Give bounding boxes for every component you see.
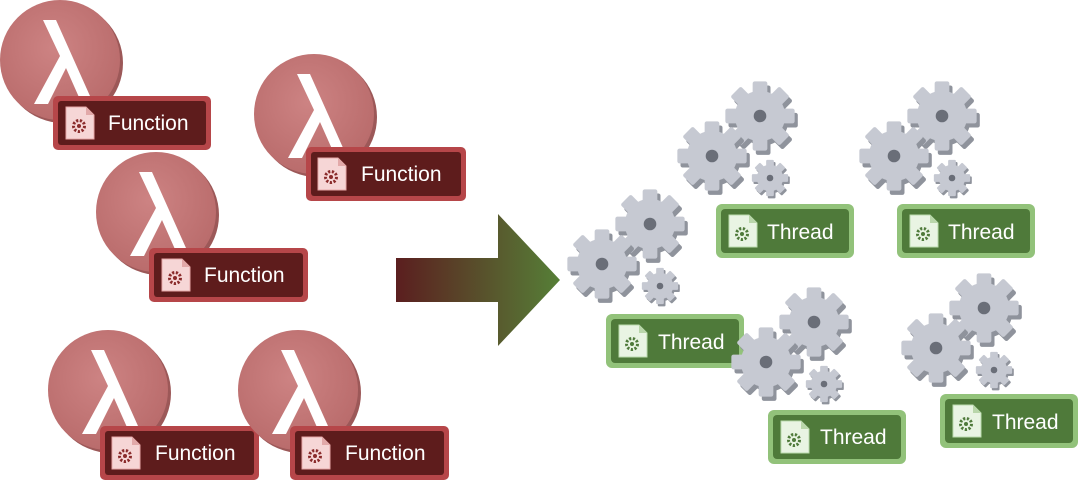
settings-file-icon	[160, 257, 192, 293]
settings-file-icon	[727, 213, 759, 249]
settings-file-icon	[300, 435, 332, 471]
thread-label: Thread	[767, 221, 834, 244]
gears-icon	[859, 81, 979, 198]
settings-file-icon	[110, 435, 142, 471]
settings-file-icon	[64, 105, 96, 141]
gears-icon	[677, 81, 797, 198]
function-node: Function	[254, 54, 466, 201]
thread-node: Thread	[901, 273, 1078, 448]
function-label: Function	[345, 442, 426, 465]
thread-node: Thread	[859, 81, 1035, 258]
gears-icon	[901, 273, 1021, 390]
settings-file-icon	[617, 323, 649, 359]
thread-label: Thread	[658, 331, 725, 354]
settings-file-icon	[316, 156, 348, 192]
gears-icon	[567, 189, 687, 306]
thread-label: Thread	[948, 221, 1015, 244]
function-node: Function	[48, 330, 259, 480]
function-node: Function	[0, 0, 211, 150]
thread-label: Thread	[820, 426, 887, 449]
function-node: Function	[96, 152, 308, 302]
settings-file-icon	[908, 213, 940, 249]
function-label: Function	[108, 112, 189, 135]
arrow-right-icon	[396, 214, 560, 346]
thread-node: Thread	[731, 287, 906, 464]
function-label: Function	[204, 264, 285, 287]
function-node: Function	[238, 330, 449, 480]
settings-file-icon	[951, 403, 983, 439]
settings-file-icon	[779, 419, 811, 455]
thread-label: Thread	[992, 411, 1059, 434]
thread-node: Thread	[567, 189, 744, 368]
thread-node: Thread	[677, 81, 854, 258]
function-label: Function	[361, 163, 442, 186]
function-label: Function	[155, 442, 236, 465]
gears-icon	[731, 287, 851, 404]
